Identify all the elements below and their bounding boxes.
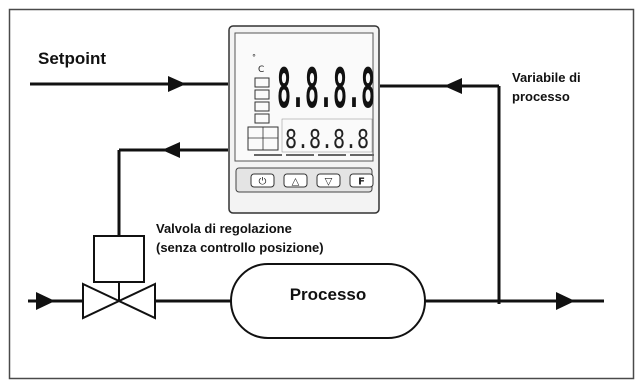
status-indicators	[247, 77, 279, 151]
process-variable-label-line: Variabile di	[512, 70, 581, 85]
up-triangle-icon: △	[292, 177, 300, 188]
indicator-degree: °	[252, 53, 256, 62]
valve-label-line: Valvola di regolazione	[156, 221, 292, 236]
process-variable-label: Variabile di processo	[512, 68, 581, 106]
setpoint-arrow-icon	[168, 76, 186, 92]
power-button[interactable]: ⏻	[250, 173, 275, 188]
diagram-frame	[8, 8, 635, 380]
controller-screen	[234, 32, 374, 162]
down-triangle-icon: ▽	[325, 177, 333, 188]
function-button[interactable]: F	[349, 173, 374, 188]
up-button[interactable]: △	[283, 173, 308, 188]
control-output-arrow-icon	[162, 142, 180, 158]
valve-body-left	[82, 282, 122, 320]
function-key-icon: F	[358, 177, 365, 188]
status-led	[254, 77, 270, 88]
outlet-arrow-icon	[556, 292, 575, 310]
status-led	[254, 113, 270, 124]
power-icon: ⏻	[259, 177, 267, 188]
sub-display: 8.8.8.8	[285, 125, 369, 155]
process-variable-label-line: processo	[512, 89, 570, 104]
indicator-unit: C	[258, 65, 264, 75]
process-vessel	[230, 263, 426, 339]
valve-label-line: (senza controllo posizione)	[156, 240, 324, 255]
inlet-arrow-icon	[36, 292, 55, 310]
main-display: 8.8.8.8	[277, 57, 375, 120]
valve-actuator	[93, 235, 145, 283]
process-label: Processo	[289, 285, 367, 304]
process-variable-arrow-icon	[444, 78, 462, 94]
status-led	[254, 101, 270, 112]
setpoint-label: Setpoint	[38, 49, 106, 68]
valve-body-right	[116, 282, 156, 320]
valve-label: Valvola di regolazione (senza controllo …	[156, 219, 324, 257]
sub-display-frame	[281, 118, 373, 153]
down-button[interactable]: ▽	[316, 173, 341, 188]
status-led	[254, 89, 270, 100]
